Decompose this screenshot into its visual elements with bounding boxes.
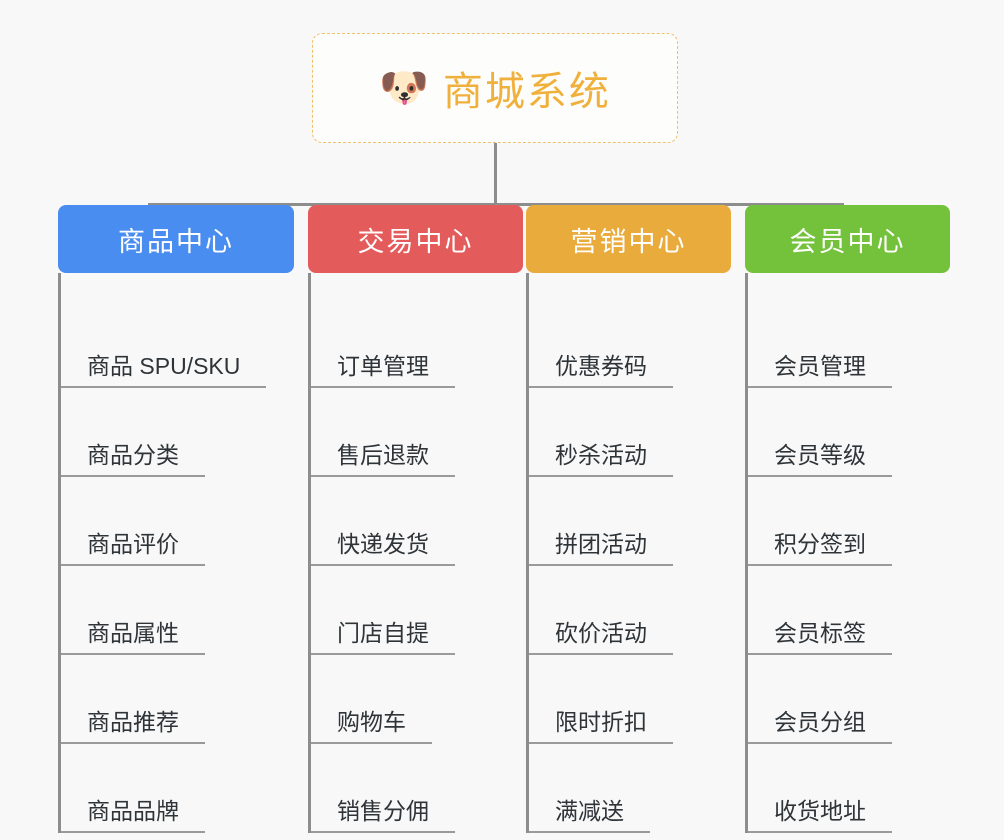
branch-header-2[interactable]: 营销中心 bbox=[526, 205, 731, 273]
list-item[interactable]: 会员等级 bbox=[748, 388, 950, 477]
leaf-label: 限时折扣 bbox=[529, 709, 673, 744]
list-item[interactable]: 会员分组 bbox=[748, 655, 950, 744]
leaf-label: 商品 SPU/SKU bbox=[61, 353, 267, 388]
branch-header-0[interactable]: 商品中心 bbox=[58, 205, 294, 273]
leaf-label: 秒杀活动 bbox=[529, 442, 673, 477]
list-item[interactable]: 售后退款 bbox=[311, 388, 523, 477]
list-item[interactable]: 会员标签 bbox=[748, 566, 950, 655]
dog-face-icon: 🐶 bbox=[379, 66, 429, 110]
leaf-label: 购物车 bbox=[311, 709, 432, 744]
list-item[interactable]: 订单管理 bbox=[311, 299, 523, 388]
leaf-label: 订单管理 bbox=[311, 353, 455, 388]
leaf-label: 会员等级 bbox=[748, 442, 892, 477]
list-item[interactable]: 购物车 bbox=[311, 655, 523, 744]
list-item[interactable]: 拼团活动 bbox=[529, 477, 731, 566]
list-item[interactable]: 秒杀活动 bbox=[529, 388, 731, 477]
branch-label-1: 交易中心 bbox=[357, 226, 474, 257]
branch-member-center: 会员中心 会员管理 会员等级 积分签到 会员标签 会员分组 收货地址 bbox=[745, 205, 950, 833]
leaf-label: 会员标签 bbox=[748, 620, 892, 655]
leaf-list-1: 订单管理 售后退款 快递发货 门店自提 购物车 销售分佣 bbox=[308, 273, 523, 833]
leaf-label: 商品评价 bbox=[61, 531, 205, 566]
leaf-label: 砍价活动 bbox=[529, 620, 673, 655]
list-item[interactable]: 优惠券码 bbox=[529, 299, 731, 388]
list-item[interactable]: 快递发货 bbox=[311, 477, 523, 566]
leaf-label: 商品品牌 bbox=[61, 798, 205, 833]
root-title: 商城系统 bbox=[442, 70, 611, 114]
leaf-label: 商品属性 bbox=[61, 620, 205, 655]
list-item[interactable]: 积分签到 bbox=[748, 477, 950, 566]
leaf-label: 商品推荐 bbox=[61, 709, 205, 744]
connector-horizontal-bus bbox=[148, 203, 844, 206]
leaf-label: 满减送 bbox=[529, 798, 650, 833]
list-item[interactable]: 限时折扣 bbox=[529, 655, 731, 744]
leaf-label: 快递发货 bbox=[311, 531, 455, 566]
list-item[interactable]: 商品 SPU/SKU bbox=[61, 299, 294, 388]
branch-header-1[interactable]: 交易中心 bbox=[308, 205, 523, 273]
leaf-label: 销售分佣 bbox=[311, 798, 455, 833]
leaf-list-3: 会员管理 会员等级 积分签到 会员标签 会员分组 收货地址 bbox=[745, 273, 950, 833]
list-item[interactable]: 商品推荐 bbox=[61, 655, 294, 744]
leaf-label: 售后退款 bbox=[311, 442, 455, 477]
leaf-label: 积分签到 bbox=[748, 531, 892, 566]
branch-header-3[interactable]: 会员中心 bbox=[745, 205, 950, 273]
list-item[interactable]: 门店自提 bbox=[311, 566, 523, 655]
leaf-label: 收货地址 bbox=[748, 798, 892, 833]
branch-marketing-center: 营销中心 优惠券码 秒杀活动 拼团活动 砍价活动 限时折扣 满减送 bbox=[526, 205, 731, 833]
leaf-label: 会员分组 bbox=[748, 709, 892, 744]
list-item[interactable]: 销售分佣 bbox=[311, 744, 523, 833]
leaf-label: 商品分类 bbox=[61, 442, 205, 477]
list-item[interactable]: 商品分类 bbox=[61, 388, 294, 477]
leaf-label: 会员管理 bbox=[748, 353, 892, 388]
list-item[interactable]: 砍价活动 bbox=[529, 566, 731, 655]
branch-label-0: 商品中心 bbox=[118, 226, 234, 257]
branch-product-center: 商品中心 商品 SPU/SKU 商品分类 商品评价 商品属性 商品推荐 商品品牌 bbox=[58, 205, 294, 833]
leaf-label: 优惠券码 bbox=[529, 353, 673, 388]
leaf-list-2: 优惠券码 秒杀活动 拼团活动 砍价活动 限时折扣 满减送 bbox=[526, 273, 731, 833]
list-item[interactable]: 会员管理 bbox=[748, 299, 950, 388]
list-item[interactable]: 收货地址 bbox=[748, 744, 950, 833]
list-item[interactable]: 商品属性 bbox=[61, 566, 294, 655]
branch-trade-center: 交易中心 订单管理 售后退款 快递发货 门店自提 购物车 销售分佣 bbox=[308, 205, 523, 833]
list-item[interactable]: 满减送 bbox=[529, 744, 731, 833]
list-item[interactable]: 商品评价 bbox=[61, 477, 294, 566]
branch-label-3: 会员中心 bbox=[789, 226, 906, 257]
leaf-label: 门店自提 bbox=[311, 620, 455, 655]
connector-root-stem bbox=[494, 143, 497, 206]
root-node[interactable]: 🐶 商城系统 bbox=[312, 33, 678, 143]
leaf-list-0: 商品 SPU/SKU 商品分类 商品评价 商品属性 商品推荐 商品品牌 bbox=[58, 273, 294, 833]
leaf-label: 拼团活动 bbox=[529, 531, 673, 566]
branch-label-2: 营销中心 bbox=[570, 226, 687, 257]
list-item[interactable]: 商品品牌 bbox=[61, 744, 294, 833]
